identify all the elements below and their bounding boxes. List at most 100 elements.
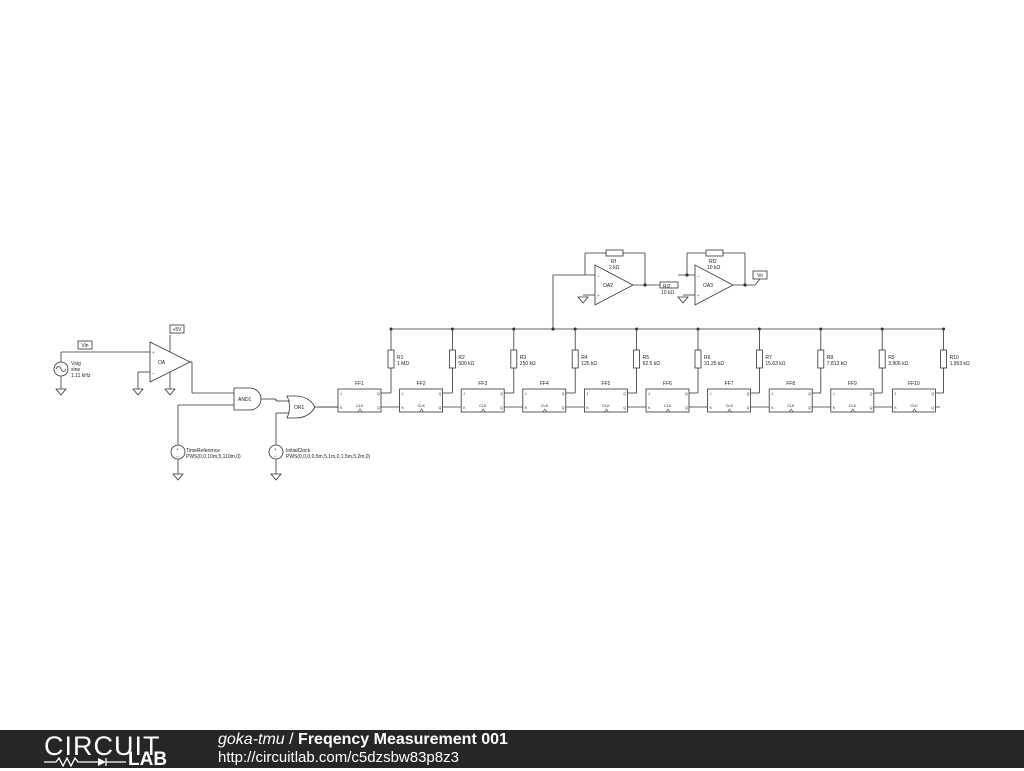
resistor-5-symbol (633, 349, 640, 369)
resistor-rf2-symbol (705, 249, 724, 257)
resistor-name: R8 (827, 355, 834, 361)
ri2-value: 10 kΩ (661, 290, 674, 296)
flipflop-label: FF2 (417, 381, 426, 387)
svg-text:+: + (176, 447, 179, 452)
resistor-value: 62.5 kΩ (643, 361, 661, 367)
resistor-value: 31.25 kΩ (704, 361, 724, 367)
resistor-8-symbol (817, 349, 825, 369)
ff-pin-clk: CLK (910, 404, 918, 408)
source-name: Vsig (71, 361, 81, 367)
or-gate-label: OR1 (294, 405, 305, 411)
ff-pin-q: Q (377, 392, 380, 396)
clock-triangle-icon (665, 408, 671, 413)
time-reference-value: PWS(0,0,10m,5,110m,0) (186, 454, 241, 460)
circuit-url-link[interactable]: http://circuitlab.com/c5dzsbw83p8z3 (218, 749, 459, 766)
rf-name: Rf (611, 259, 617, 265)
resistor-3-symbol (510, 349, 518, 369)
opamp-oa3-label: OA3 (703, 283, 713, 289)
svg-text:−: − (597, 274, 600, 279)
opamp-oa2-symbol (594, 264, 634, 306)
ff-pin-q: Q (685, 392, 688, 396)
ff-pin-j: J (771, 392, 773, 396)
flipflop-5-symbol (584, 388, 628, 413)
ff-pin-k: K (402, 406, 405, 410)
ff-pin-clk: CLK (849, 404, 857, 408)
resistor-value: 500 kΩ (458, 361, 474, 367)
ff-pin-q-bar: Q (870, 406, 873, 410)
title-line: goka-tmu / Freqency Measurement 001 (218, 731, 508, 749)
ff-pin-clk: CLK (726, 404, 734, 408)
resistor-ri2-symbol (659, 281, 679, 289)
ff-pin-j: J (340, 392, 342, 396)
circuit-title: Freqency Measurement 001 (298, 731, 508, 748)
ff-pin-k: K (340, 406, 343, 410)
svg-text:+: + (152, 350, 155, 355)
ground-symbol (55, 388, 67, 396)
ff-pin-clk: CLK (541, 404, 549, 408)
resistor-name: R1 (397, 355, 404, 361)
ff-pin-q: Q (439, 392, 442, 396)
clock-triangle-icon (912, 408, 917, 413)
ff-pin-k: K (648, 406, 651, 410)
time-reference-name: TimeReference (186, 448, 220, 454)
ff-pin-k: K (463, 406, 466, 410)
clock-triangle-icon (357, 408, 363, 413)
ff-pin-clk: CLK (356, 404, 364, 408)
resistor-name: R3 (520, 355, 527, 361)
opamp-oa-label: OA (158, 360, 166, 366)
source-freq: 1.11 kHz (71, 373, 91, 379)
ff-pin-q: Q (747, 392, 750, 396)
resistor-value: 7.813 kΩ (827, 361, 847, 367)
svg-text:−: − (176, 454, 179, 459)
logo-circuit-text: CIRCUIT (44, 731, 161, 761)
and-gate-symbol (233, 387, 262, 411)
flipflop-8-symbol (768, 388, 813, 413)
logo-lab-text: LAB (128, 749, 168, 770)
resistor-4-symbol (571, 349, 579, 369)
svg-text:−: − (152, 371, 155, 376)
opamp-oa2-label: OA2 (603, 283, 613, 289)
resistor-rf-symbol (605, 249, 624, 257)
flipflop-9-symbol (830, 388, 875, 413)
vo-label-tag (752, 270, 768, 280)
resistor-name: R6 (704, 355, 711, 361)
ff-pin-j: J (402, 392, 404, 396)
resistor-name: R5 (643, 355, 650, 361)
ff-pin-clk: CLK (664, 404, 672, 408)
rf-value: 2 kΩ (609, 265, 620, 271)
rf2-name: Rf2 (709, 259, 717, 265)
resistor-value: 250 kΩ (520, 361, 536, 367)
resistor-value: 3.906 kΩ (888, 361, 908, 367)
vin-label: Vin (81, 343, 88, 349)
clock-triangle-icon (788, 408, 794, 413)
resistor-name: R10 (950, 355, 959, 361)
flipflop-label: FF6 (663, 381, 672, 387)
resistor-10-symbol (940, 349, 947, 369)
svg-text:−: − (697, 274, 700, 279)
flipflop-6-symbol (645, 388, 690, 413)
flipflop-3-symbol (460, 388, 505, 413)
author-name[interactable]: goka-tmu (218, 731, 285, 748)
ff-pin-q-bar: Q (685, 406, 688, 410)
ff-pin-q: Q (562, 392, 565, 396)
ff-pin-q-bar: Q (500, 406, 503, 410)
ff-pin-q-bar: Q (747, 406, 750, 410)
ff-pin-k: K (586, 406, 589, 410)
circuit-schematic: Vin +5V Vo Vsig sine 1.11 kHz OA OA2 OA3… (53, 249, 970, 481)
resistor-name: R2 (458, 355, 465, 361)
ff-pin-q-bar: Q (931, 406, 934, 410)
clock-triangle-icon (727, 408, 732, 413)
resistor-6-symbol (694, 349, 702, 369)
ff-pin-j: J (833, 392, 835, 396)
ff-pin-j: J (710, 392, 712, 396)
ff-pin-j: J (525, 392, 527, 396)
flipflop-7-symbol (707, 388, 751, 413)
logo-diode-icon (44, 757, 126, 767)
flipflop-label: FF7 (725, 381, 734, 387)
and-gate-label: AND1 (238, 397, 252, 403)
resistor-value: 1 MΩ (397, 361, 409, 367)
ff-pin-k: K (525, 406, 528, 410)
flipflop-2-symbol (399, 388, 444, 413)
ff-pin-q: Q (623, 392, 626, 396)
ff-pin-q: Q (500, 392, 503, 396)
